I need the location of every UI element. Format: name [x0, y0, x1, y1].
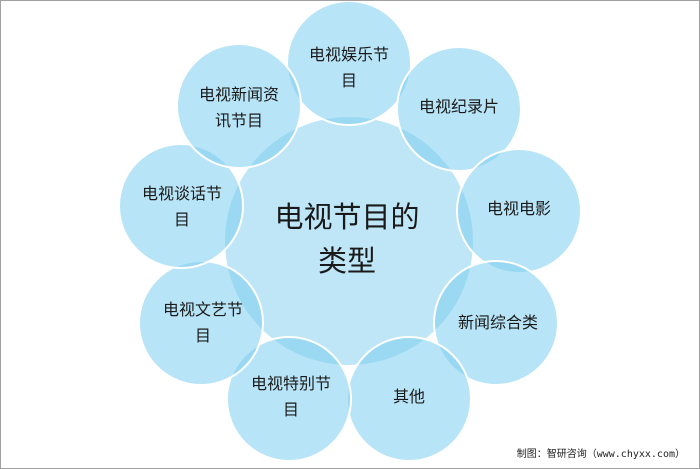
source-credit: 制图：智研咨询（www.chyxx.com）	[516, 449, 685, 460]
diagram-title: 电视节目的类型	[274, 200, 420, 278]
label-documentary: 电视纪录片	[418, 97, 499, 116]
circle-news-info	[176, 43, 302, 169]
label-special: 电视特别节目	[250, 374, 331, 419]
circle-news-general	[433, 260, 559, 386]
label-talk: 电视谈话节目	[141, 184, 222, 229]
label-news-info: 电视新闻资讯节目	[198, 85, 279, 130]
label-entertainment: 电视娱乐节目	[308, 45, 389, 90]
label-arts: 电视文艺节目	[162, 300, 243, 345]
label-tv-movie: 电视电影	[486, 199, 551, 218]
circle-special	[226, 336, 352, 462]
label-news-general: 新闻综合类	[457, 313, 538, 332]
circle-entertainment	[286, 1, 412, 126]
circle-documentary	[396, 46, 522, 172]
circle-talk	[118, 143, 244, 269]
label-other: 其他	[392, 387, 425, 406]
